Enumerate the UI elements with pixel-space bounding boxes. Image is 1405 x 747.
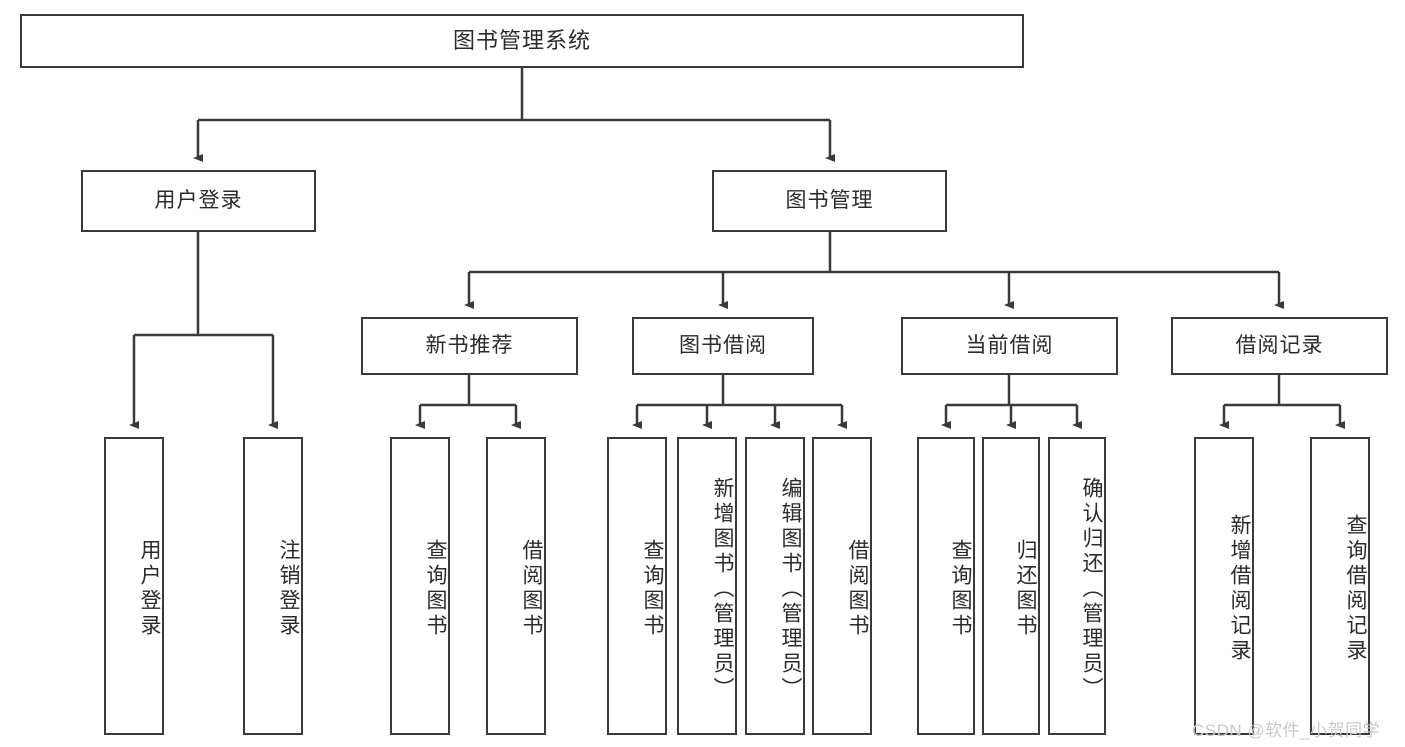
node-book-management[interactable]: 图书管理 (712, 170, 947, 232)
node-label: 归还图书 (1014, 539, 1037, 639)
node-label: 借阅记录 (1235, 334, 1324, 358)
node-leaf-logout[interactable]: 注销登录 (243, 437, 303, 735)
node-label: 图书借阅 (679, 334, 767, 358)
node-leaf-borrow-book[interactable]: 借阅图书 (812, 437, 872, 735)
node-label: 查询图书 (424, 539, 447, 639)
node-leaf-query-borrow-record[interactable]: 查询借阅记录 (1310, 437, 1370, 735)
node-label: 用户登录 (154, 189, 243, 213)
node-user-login[interactable]: 用户登录 (81, 170, 316, 232)
node-label: 当前借阅 (965, 334, 1054, 358)
node-book-borrow[interactable]: 图书借阅 (632, 317, 814, 375)
node-leaf-borrow-query-book[interactable]: 查询图书 (607, 437, 667, 735)
node-label: 用户登录 (138, 539, 161, 639)
node-label: 查询借阅记录 (1344, 514, 1367, 664)
node-leaf-current-query-book[interactable]: 查询图书 (917, 437, 975, 735)
node-new-book-recommend[interactable]: 新书推荐 (361, 317, 578, 375)
node-label: 注销登录 (277, 539, 300, 639)
node-root-book-management-system[interactable]: 图书管理系统 (20, 14, 1024, 68)
node-leaf-edit-book-admin[interactable]: 编辑图书（管理员） (745, 437, 805, 735)
node-label: 借阅图书 (846, 539, 869, 639)
node-label: 图书管理 (785, 189, 874, 213)
csdn-watermark: CSDN @软件_小贺同学 (1192, 721, 1381, 740)
node-leaf-return-book[interactable]: 归还图书 (982, 437, 1040, 735)
node-leaf-new-book-query[interactable]: 查询图书 (390, 437, 450, 735)
node-label: 借阅图书 (520, 539, 543, 639)
node-label: 查询图书 (949, 539, 972, 639)
node-label: 确认归还（管理员） (1080, 476, 1103, 702)
node-label: 查询图书 (641, 539, 664, 639)
node-label: 新书推荐 (425, 334, 514, 358)
node-leaf-add-book-admin[interactable]: 新增图书（管理员） (677, 437, 737, 735)
node-leaf-confirm-return-admin[interactable]: 确认归还（管理员） (1048, 437, 1106, 735)
node-current-borrow[interactable]: 当前借阅 (901, 317, 1118, 375)
node-leaf-add-borrow-record[interactable]: 新增借阅记录 (1194, 437, 1254, 735)
node-label: 图书管理系统 (452, 27, 591, 53)
node-label: 新增图书（管理员） (711, 476, 734, 702)
node-label: 新增借阅记录 (1228, 514, 1251, 664)
node-borrow-record[interactable]: 借阅记录 (1171, 317, 1388, 375)
node-label: 编辑图书（管理员） (779, 476, 802, 702)
node-leaf-user-login[interactable]: 用户登录 (104, 437, 164, 735)
node-leaf-new-book-borrow[interactable]: 借阅图书 (486, 437, 546, 735)
